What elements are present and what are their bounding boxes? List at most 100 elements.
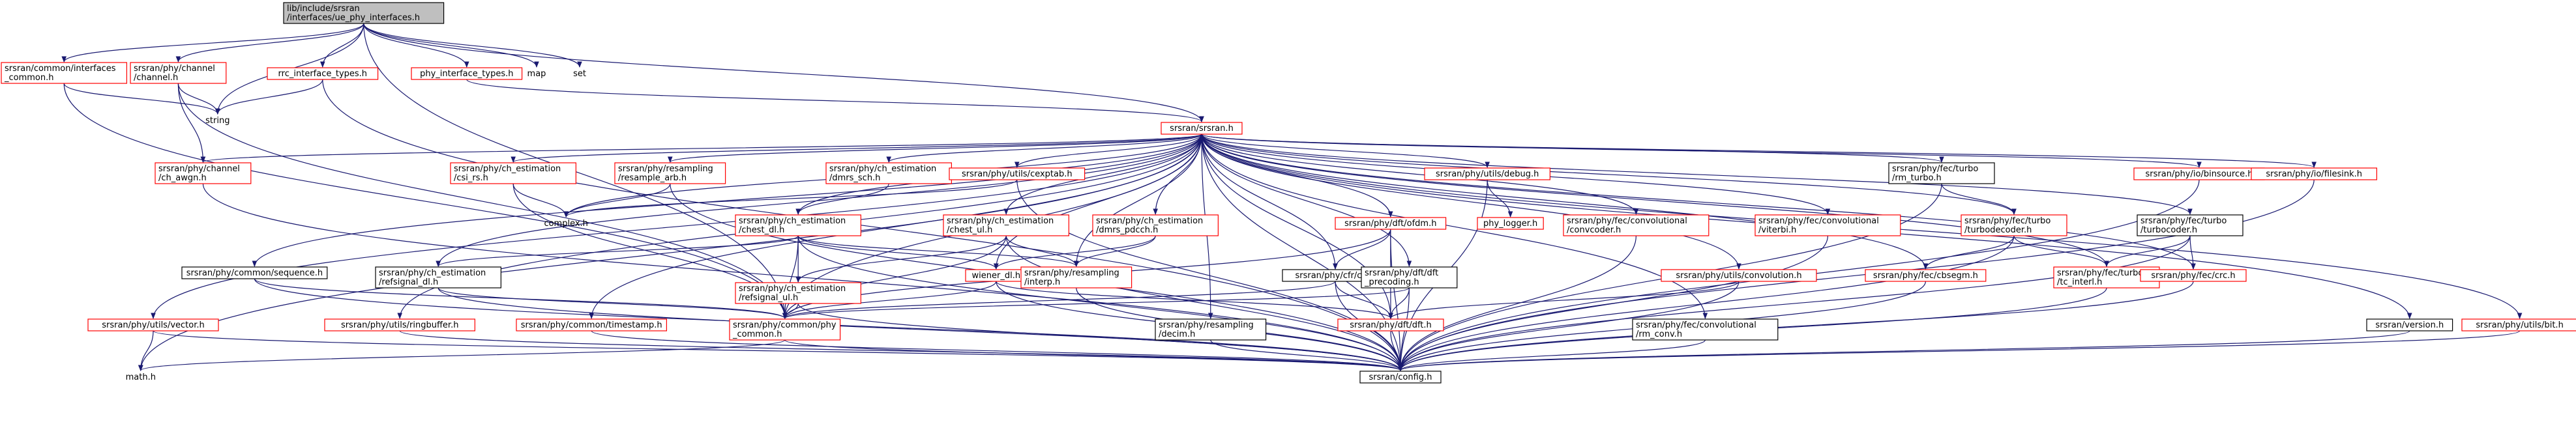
edge-srsran_h-to-rm_conv xyxy=(1201,134,1708,319)
node-sequence[interactable]: srsran/phy/common/sequence.h xyxy=(181,266,328,279)
edge-csi_rs-to-complex xyxy=(512,183,569,218)
node-viterbi[interactable]: srsran/phy/fec/convolutional/viterbi.h xyxy=(1754,214,1901,236)
edge-cfr-to-phy_common xyxy=(782,281,1336,319)
node-rm-turbo[interactable]: srsran/phy/fec/turbo/rm_turbo.h xyxy=(1888,162,1995,184)
node-chest-dl[interactable]: srsran/phy/ch_estimation/chest_dl.h xyxy=(735,214,861,236)
node-bit[interactable]: srsran/phy/utils/bit.h xyxy=(2461,318,2576,331)
node-wiener-dl[interactable]: wiener_dl.h xyxy=(965,269,1028,282)
node-channel[interactable]: srsran/phy/channel/channel.h xyxy=(130,62,227,84)
edge-turbodecoder-to-config xyxy=(1398,235,2015,371)
node-label-line: srsran/srsran.h xyxy=(1170,124,1234,134)
node-label-line: srsran/phy/utils/ringbuffer.h xyxy=(341,320,459,330)
node-root[interactable]: lib/include/srsran/interfaces/ue_phy_int… xyxy=(283,2,445,24)
node-label-line: srsran/phy/cfr/cfr.h xyxy=(1295,271,1375,281)
node-csi-rs[interactable]: srsran/phy/ch_estimation/csi_rs.h xyxy=(450,162,576,184)
node-common-interfaces[interactable]: srsran/common/interfaces_common.h xyxy=(1,62,127,84)
edge-srsran_h-to-turbodecoder xyxy=(1201,134,2017,215)
edge-chest_dl-to-wiener_dl xyxy=(797,235,999,270)
node-phy-common[interactable]: srsran/phy/common/phy_common.h xyxy=(729,318,841,341)
node-ch-awgn[interactable]: srsran/phy/channel/ch_awgn.h xyxy=(155,162,252,184)
node-label-line: srsran/phy/ch_estimation xyxy=(1096,216,1203,226)
node-label-line: srsran/version.h xyxy=(2375,320,2444,330)
node-convcoder[interactable]: srsran/phy/fec/convolutional/convcoder.h xyxy=(1563,214,1710,236)
node-resample-arb[interactable]: srsran/phy/resampling/resample_arb.h xyxy=(614,162,726,184)
node-cexptab[interactable]: srsran/phy/utils/cexptab.h xyxy=(949,167,1086,180)
node-dmrs-pdcch[interactable]: srsran/phy/ch_estimation/dmrs_pdcch.h xyxy=(1092,214,1219,236)
edge-phy_common-to-math xyxy=(138,339,786,371)
node-box xyxy=(1092,214,1219,236)
edge-version-to-config xyxy=(1398,330,2410,371)
node-box xyxy=(1335,217,1447,230)
node-rm-conv[interactable]: srsran/phy/fec/convolutional/rm_conv.h xyxy=(1632,318,1779,341)
edge-rm_conv-to-config xyxy=(1398,339,1706,371)
node-box xyxy=(614,162,726,184)
node-label-line: /turbodecoder.h xyxy=(1964,225,2032,235)
node-box xyxy=(1865,269,1987,282)
edge-srsran_h-to-dft_precoding xyxy=(1201,134,1412,267)
node-version[interactable]: srsran/version.h xyxy=(2366,318,2453,331)
edge-vector-to-config xyxy=(153,330,1403,371)
edge-rrc_interface_types-to-config xyxy=(322,79,1403,371)
node-timestamp[interactable]: srsran/phy/common/timestamp.h xyxy=(516,318,667,331)
node-vector[interactable]: srsran/phy/utils/vector.h xyxy=(87,318,219,331)
node-box xyxy=(267,67,379,80)
edge-convolution-to-dft xyxy=(1388,281,1740,319)
node-phy-logger[interactable]: phy_logger.h xyxy=(1477,217,1544,230)
node-srsran-h[interactable]: srsran/srsran.h xyxy=(1161,122,1243,135)
node-cbsegm[interactable]: srsran/phy/fec/cbsegm.h xyxy=(1865,269,1987,282)
edge-root-to-common_interfaces xyxy=(61,23,364,63)
node-crc[interactable]: srsran/phy/fec/crc.h xyxy=(2140,269,2247,282)
node-label-line: srsran/phy/fec/turbo xyxy=(2057,268,2143,278)
node-label-line: srsran/phy/fec/convolutional xyxy=(1758,216,1879,226)
node-label-line: phy_interface_types.h xyxy=(420,69,513,79)
edge-dmrs_sch-to-chest_dl xyxy=(795,183,889,215)
node-ringbuffer[interactable]: srsran/phy/utils/ringbuffer.h xyxy=(324,318,475,331)
node-set[interactable]: set xyxy=(567,68,593,79)
node-rrc-interface-types[interactable]: rrc_interface_types.h xyxy=(267,67,379,80)
node-label-line: srsran/phy/dft/dft xyxy=(1365,268,1438,278)
edge-chest_ul-to-config xyxy=(1005,235,1403,371)
node-box xyxy=(2461,318,2576,331)
edge-srsran_h-to-binsource xyxy=(1201,134,2202,168)
node-phy-interface-types[interactable]: phy_interface_types.h xyxy=(411,67,523,80)
node-math[interactable]: math.h xyxy=(123,371,159,383)
node-complex[interactable]: complex.h xyxy=(540,218,591,229)
node-label-line: /dmrs_pdcch.h xyxy=(1096,225,1158,235)
node-dmrs-sch[interactable]: srsran/phy/ch_estimation/dmrs_sch.h xyxy=(825,162,952,184)
node-ofdm[interactable]: srsran/phy/dft/ofdm.h xyxy=(1335,217,1447,230)
edge-refsignal_dl-to-phy_common xyxy=(437,287,788,319)
node-decim[interactable]: srsran/phy/resampling/decim.h xyxy=(1155,318,1267,341)
node-label-line: srsran/phy/fec/crc.h xyxy=(2151,271,2235,281)
node-label-line: math.h xyxy=(126,373,156,382)
node-box xyxy=(2137,214,2243,236)
node-box xyxy=(375,266,501,288)
node-box xyxy=(943,214,1069,236)
node-dft[interactable]: srsran/phy/dft/dft.h xyxy=(1337,318,1444,331)
edge-chest_ul-to-interp xyxy=(1005,235,1079,267)
edge-turbocoder-to-crc xyxy=(2189,235,2196,270)
node-config[interactable]: srsran/config.h xyxy=(1359,371,1442,384)
node-debug[interactable]: srsran/phy/utils/debug.h xyxy=(1424,167,1550,180)
node-dft-precoding[interactable]: srsran/phy/dft/dft_precoding.h xyxy=(1361,266,1458,288)
node-box xyxy=(735,282,861,304)
node-refsignal-ul[interactable]: srsran/phy/ch_estimation/refsignal_ul.h xyxy=(735,282,861,304)
node-refsignal-dl[interactable]: srsran/phy/ch_estimation/refsignal_dl.h xyxy=(375,266,501,288)
node-label-line: srsran/phy/fec/turbo xyxy=(2140,216,2227,226)
node-interp[interactable]: srsran/phy/resampling/interp.h xyxy=(1020,266,1133,288)
node-string[interactable]: string xyxy=(200,115,236,126)
node-box xyxy=(155,162,252,184)
node-box xyxy=(949,167,1086,180)
node-filesink[interactable]: srsran/phy/io/filesink.h xyxy=(2251,167,2377,180)
node-turbocoder[interactable]: srsran/phy/fec/turbo/turbocoder.h xyxy=(2137,214,2243,236)
edge-srsran_h-to-debug xyxy=(1201,134,1490,168)
node-label-line: srsran/phy/resampling xyxy=(618,164,713,174)
node-convolution[interactable]: srsran/phy/utils/convolution.h xyxy=(1661,269,1817,282)
node-box xyxy=(324,318,475,331)
node-box xyxy=(450,162,576,184)
node-label-line: /csi_rs.h xyxy=(454,173,488,183)
node-map[interactable]: map xyxy=(524,68,550,79)
node-turbodecoder[interactable]: srsran/phy/fec/turbo/turbodecoder.h xyxy=(1961,214,2067,236)
edge-phy_common-to-config xyxy=(784,339,1403,371)
node-binsource[interactable]: srsran/phy/io/binsource.h xyxy=(2133,167,2265,180)
node-chest-ul[interactable]: srsran/phy/ch_estimation/chest_ul.h xyxy=(943,214,1069,236)
